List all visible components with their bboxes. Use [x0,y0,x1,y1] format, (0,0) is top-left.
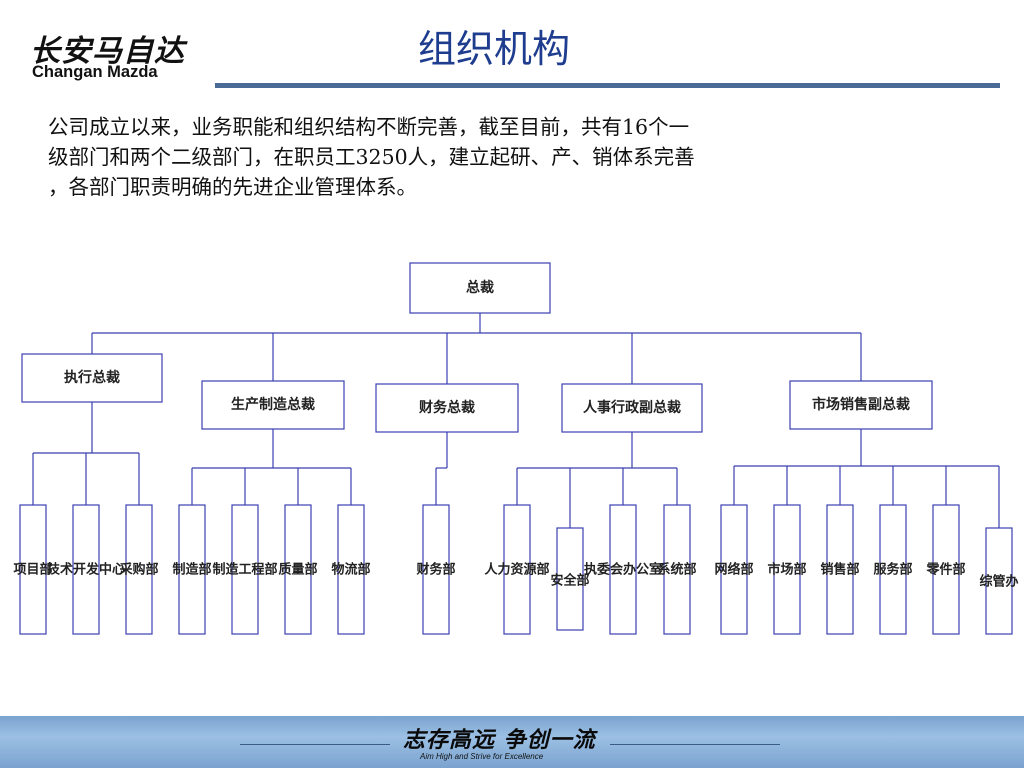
org-label-dept: 采购部 [118,562,158,578]
org-label-dept: 人力资源部 [484,562,549,578]
org-label-dept: 制造工程部 [212,562,277,578]
org-label-dept: 安全部 [550,573,589,589]
company-logo: 长安马自达 Changan Mazda [30,22,200,82]
org-label-dept: 技术开发中心 [47,562,125,578]
org-label-dept: 财务部 [416,562,455,578]
footer-divider-right [610,744,780,745]
org-box-dept [985,527,1013,635]
org-label-vp: 财务总裁 [418,399,475,416]
org-label-dept: 系统部 [657,562,696,578]
org-box-dept [284,504,312,635]
org-label-root: 总裁 [466,279,494,296]
org-box-vp [21,353,163,403]
org-box-dept [826,504,854,635]
org-box-dept [556,527,584,631]
org-label-vp: 人事行政副总裁 [583,399,681,416]
org-label-dept: 物流部 [331,562,370,578]
logo-english-text: Changan Mazda [32,63,158,81]
intro-line: 公司成立以来，业务职能和组织结构不断完善，截至目前，共有16个一 [48,115,690,139]
footer-band [0,716,1024,768]
org-label-dept: 服务部 [873,562,912,578]
org-box-dept [125,504,153,635]
org-box-vp [789,380,933,430]
page-title: 组织机构 [418,27,571,71]
org-box-dept [422,504,450,635]
org-label-dept: 销售部 [820,562,859,578]
org-label-dept: 网络部 [714,562,753,578]
footer-slogan-english: Aim High and Strive for Excellence [420,752,544,761]
org-box-dept [609,504,637,635]
org-box-dept [879,504,907,635]
intro-paragraph: 公司成立以来，业务职能和组织结构不断完善，截至目前，共有16个一 级部门和两个二… [48,112,948,202]
intro-line: 级部门和两个二级部门，在职员工3250人，建立起研、产、销体系完善 [48,145,695,169]
header-divider [215,83,1000,88]
org-box-dept [720,504,748,635]
org-box-dept [337,504,365,635]
org-box-dept [19,504,47,635]
org-box-dept [231,504,259,635]
org-box-vp [375,383,519,433]
org-box-vp [201,380,345,430]
org-box-dept [932,504,960,635]
org-label-dept: 零件部 [925,562,965,578]
footer-slogan-chinese: 志存高远 争创一流 [403,728,596,753]
org-label-vp: 生产制造总裁 [231,396,315,413]
org-box-dept [773,504,801,635]
org-label-dept: 执委会办公室 [584,562,662,578]
org-box-dept [72,504,100,635]
intro-line: ，各部门职责明确的先进企业管理体系。 [48,175,417,199]
org-box-dept [663,504,691,635]
org-label-dept: 质量部 [278,562,317,578]
org-label-dept: 市场部 [767,562,806,578]
org-label-dept: 制造部 [172,562,211,578]
org-box-root [409,262,551,314]
org-label-vp: 市场销售副总裁 [812,396,910,413]
footer-divider-left [240,744,390,745]
org-label-vp: 执行总裁 [64,369,120,386]
logo-chinese-text: 长安马自达 [30,34,185,69]
org-box-dept [503,504,531,635]
org-label-dept: 综管办 [979,574,1018,590]
org-box-dept [178,504,206,635]
org-label-dept: 项目部 [13,562,52,578]
